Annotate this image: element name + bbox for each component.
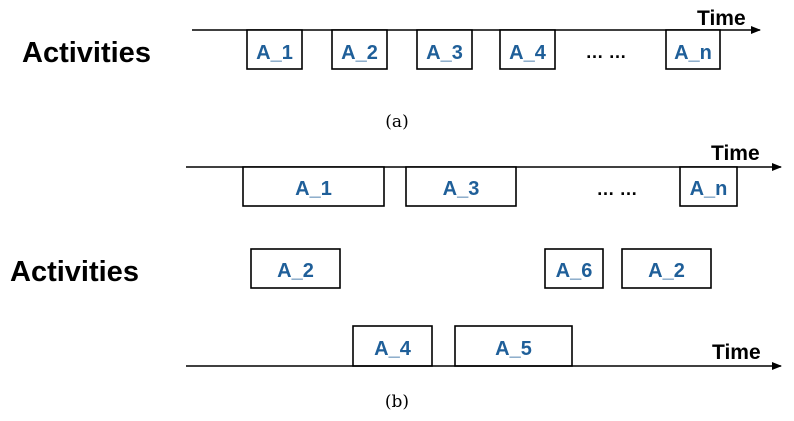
activity-box-b-bot-1: A_4 [352,325,433,367]
activity-box-b-mid-3: A_2 [621,248,712,289]
activity-label: A_1 [295,178,332,200]
activity-label: A_1 [256,42,293,64]
time-label-b-bottom: Time [712,341,761,364]
caption-b: (b) [385,392,409,412]
activity-label: A_3 [426,42,463,64]
activity-box-a4: A_4 [499,29,556,70]
activity-label: A_n [674,42,712,64]
activity-box-b-top-3: A_n [679,166,738,207]
activity-box-an: A_n [665,29,721,70]
activity-label: A_3 [443,178,480,200]
activity-box-b-bot-2: A_5 [454,325,573,367]
activity-label: A_2 [341,42,378,64]
panel-b: Time A_1 A_3 … … A_n Activities A_2 A_6 … [10,142,782,412]
activities-label-a: Activities [22,37,151,69]
panel-a: Time Activities A_1 A_2 A_3 A_4 … … A_n … [22,7,761,132]
time-label-b-top: Time [711,142,760,165]
time-label-a: Time [697,7,746,30]
activity-label: A_6 [556,260,593,282]
activity-label: A_n [690,178,728,200]
activity-box-b-top-2: A_3 [405,166,517,207]
activity-box-b-top-1: A_1 [242,166,385,207]
activities-label-b: Activities [10,256,139,288]
activity-box-a2: A_2 [331,29,388,70]
activity-label: A_2 [648,260,685,282]
ellipsis-a: … … [585,42,626,62]
activity-label: A_5 [495,338,532,360]
activity-box-b-mid-2: A_6 [544,248,604,289]
activity-box-b-mid-1: A_2 [250,248,341,289]
activity-label: A_2 [277,260,314,282]
activity-box-a1: A_1 [246,29,303,70]
activity-label: A_4 [374,338,412,360]
activity-box-a3: A_3 [416,29,473,70]
caption-a: (a) [385,112,408,132]
activity-label: A_4 [509,42,547,64]
ellipsis-b: … … [596,179,637,199]
